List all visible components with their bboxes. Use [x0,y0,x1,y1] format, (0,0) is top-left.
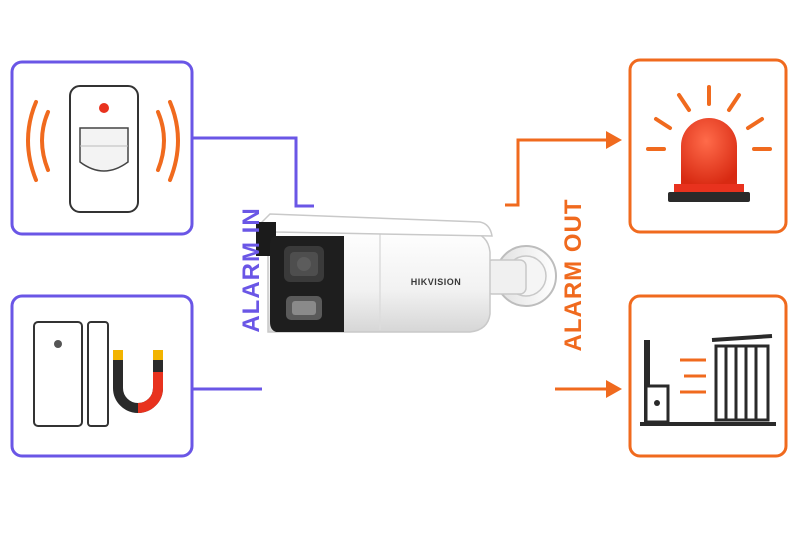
siren-light-icon [646,85,772,202]
alarm-in-line-top [192,136,314,208]
pir-sensor-icon [26,85,180,213]
alarm-out-arrow-top [606,131,622,149]
alarm-out-label: ALARM OUT [560,198,587,352]
bullet-camera [256,213,557,333]
alarm-out-line-top [505,138,610,207]
magnetic-contact-icon [33,321,163,427]
camera-brand: HIKVISION [411,277,462,287]
alarm-out-arrow-bottom [606,380,622,398]
gate-barrier-icon [640,334,776,426]
alarm-in-label: ALARM IN [238,207,265,333]
